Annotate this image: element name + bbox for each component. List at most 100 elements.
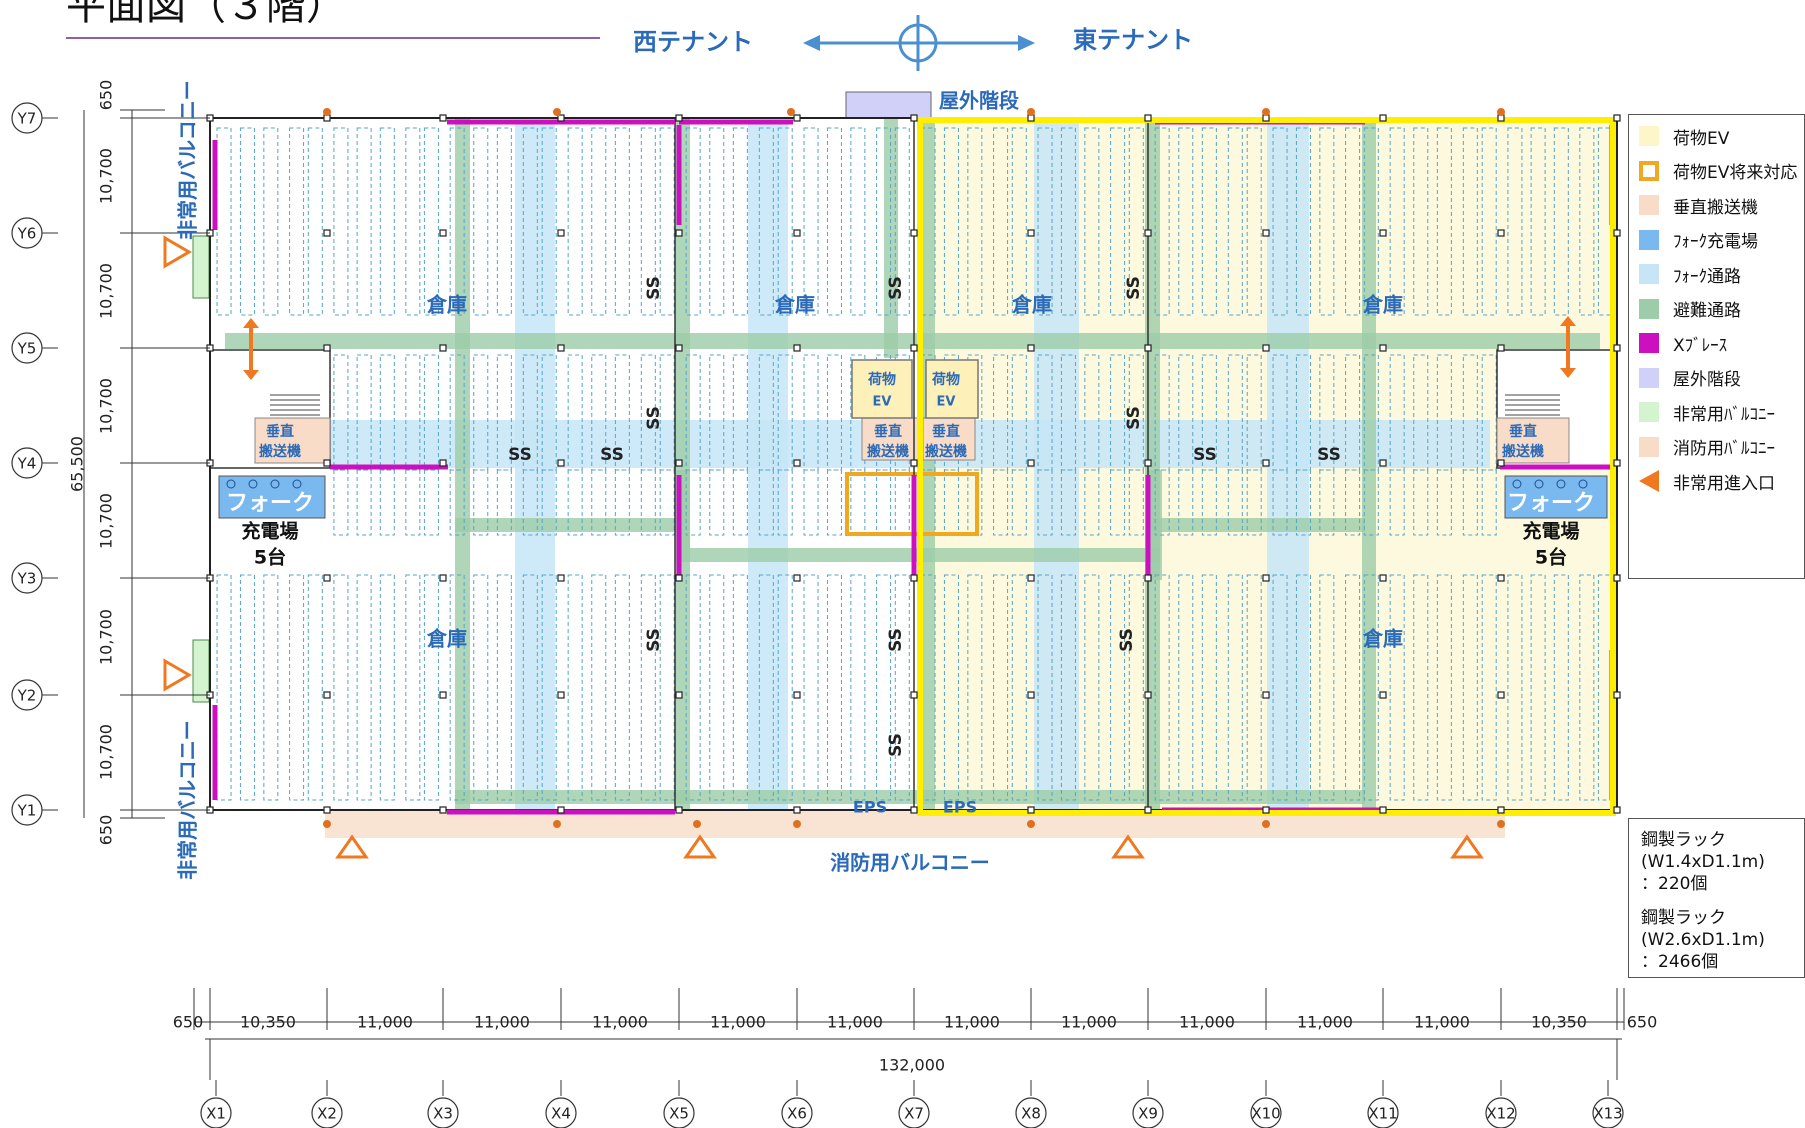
charging-label: 充電場 (241, 520, 298, 543)
x-span-label: 650 (173, 1013, 204, 1032)
conveyor-label: 垂直 (1509, 423, 1537, 440)
arrow-right-head (1018, 35, 1035, 51)
rack-column (777, 574, 793, 801)
rack-group-large: 鋼製ラック (W2.6xD1.1m) ：2466個 (1641, 907, 1804, 973)
structural-column (1144, 691, 1152, 699)
rack-column (496, 469, 512, 536)
rack-column (659, 574, 675, 801)
legend-swatch (1639, 298, 1659, 319)
y-span-label: 10,700 (97, 378, 116, 434)
grid-label-x: X3 (433, 1105, 453, 1123)
grid-bubble-x (1132, 1097, 1164, 1128)
structural-column (1379, 574, 1387, 582)
warehouse-label: 倉庫 (426, 293, 467, 317)
rack-column (1553, 127, 1569, 316)
charger-dot (1534, 479, 1544, 489)
rack-column (1389, 127, 1405, 316)
grid-bubble-x (663, 1097, 695, 1128)
rack-column (685, 127, 701, 316)
rack-column (1154, 574, 1170, 801)
structural-column (1379, 459, 1387, 467)
structural-column (1379, 691, 1387, 699)
charging-count-label: 5台 (1535, 546, 1567, 569)
grid-label-y: Y4 (17, 455, 37, 473)
rack-column (405, 127, 421, 316)
ss-label: SS (886, 733, 906, 757)
rack-column (405, 574, 421, 801)
legend-swatch (1639, 126, 1659, 146)
grid-label-y: Y6 (17, 225, 37, 243)
grid-label-y: Y2 (17, 687, 37, 705)
rack-column (1154, 469, 1170, 536)
ss-label: SS (644, 406, 664, 430)
rack-column (640, 127, 656, 316)
drain-marker (1497, 820, 1505, 828)
conveyor-label: 垂直 (932, 423, 960, 440)
rack-column (522, 574, 538, 801)
rack-column (1345, 574, 1361, 801)
structural-column (1144, 459, 1152, 467)
rack-column (876, 574, 892, 801)
drain-marker (787, 108, 795, 116)
rack-column (1178, 574, 1194, 801)
structural-column (557, 114, 565, 122)
structural-column (793, 691, 801, 699)
rack-column (659, 127, 675, 316)
rack-column (473, 469, 489, 536)
rack-column (333, 469, 349, 536)
rack-column (1272, 574, 1288, 801)
charger-dot (226, 479, 236, 489)
legend-label: Xﾌﾞﾚｰｽ (1673, 335, 1728, 356)
legend-item: ﾌｫｰｸ充電場 (1639, 227, 1758, 253)
rack-column (826, 469, 842, 536)
structural-column (1027, 574, 1035, 582)
conveyor-label: 搬送機 (867, 443, 909, 460)
conveyor-label: 搬送機 (925, 443, 967, 460)
rack-column (803, 574, 819, 801)
y-span-label: 10,700 (97, 263, 116, 319)
rack-column (423, 469, 439, 536)
rack-column (1462, 574, 1478, 801)
warehouse-label: 倉庫 (1362, 293, 1403, 317)
cargo-ev-label: 荷物 (931, 371, 960, 388)
rack-column (473, 574, 489, 801)
structural-column (910, 344, 918, 352)
rack-column (496, 574, 512, 801)
structural-column (1262, 574, 1270, 582)
rack-column (850, 127, 866, 316)
rack-column (239, 127, 255, 316)
forklift-charging-area (218, 475, 326, 519)
forklift-label: フォーク (226, 491, 314, 516)
rack-column (1389, 574, 1405, 801)
rack-column (1319, 574, 1335, 801)
legend-item: 荷物EV (1639, 123, 1729, 149)
structural-column (793, 229, 801, 237)
structural-column (910, 574, 918, 582)
rack-column (1272, 127, 1288, 316)
grid-bubble-x (427, 1097, 459, 1128)
drain-marker (323, 108, 331, 116)
emergency-entry (335, 834, 369, 859)
y-span-label: 650 (97, 815, 116, 846)
rack-column (732, 469, 748, 536)
structural-column (1262, 344, 1270, 352)
ss-label: SS (886, 276, 906, 300)
x-total-label: 132,000 (879, 1056, 945, 1075)
rack-column (876, 127, 892, 316)
rack-column (803, 127, 819, 316)
rack-column (1246, 469, 1262, 536)
charging-count-label: 5台 (254, 546, 286, 569)
structural-column (1262, 229, 1270, 237)
structural-column (1027, 806, 1035, 814)
drain-marker (1262, 820, 1270, 828)
y-span-label: 10,700 (97, 609, 116, 665)
rack-column (1084, 469, 1100, 536)
outdoor-stair (845, 91, 932, 119)
charger-dot (1556, 479, 1566, 489)
y-span-label: 650 (97, 80, 116, 111)
rack-column (1530, 127, 1546, 316)
rack-column (1227, 127, 1243, 316)
legend-item: 非常用ﾊﾞﾙｺﾆｰ (1639, 399, 1775, 425)
grid-label-x: X9 (1138, 1105, 1158, 1123)
rack-column (614, 574, 630, 801)
